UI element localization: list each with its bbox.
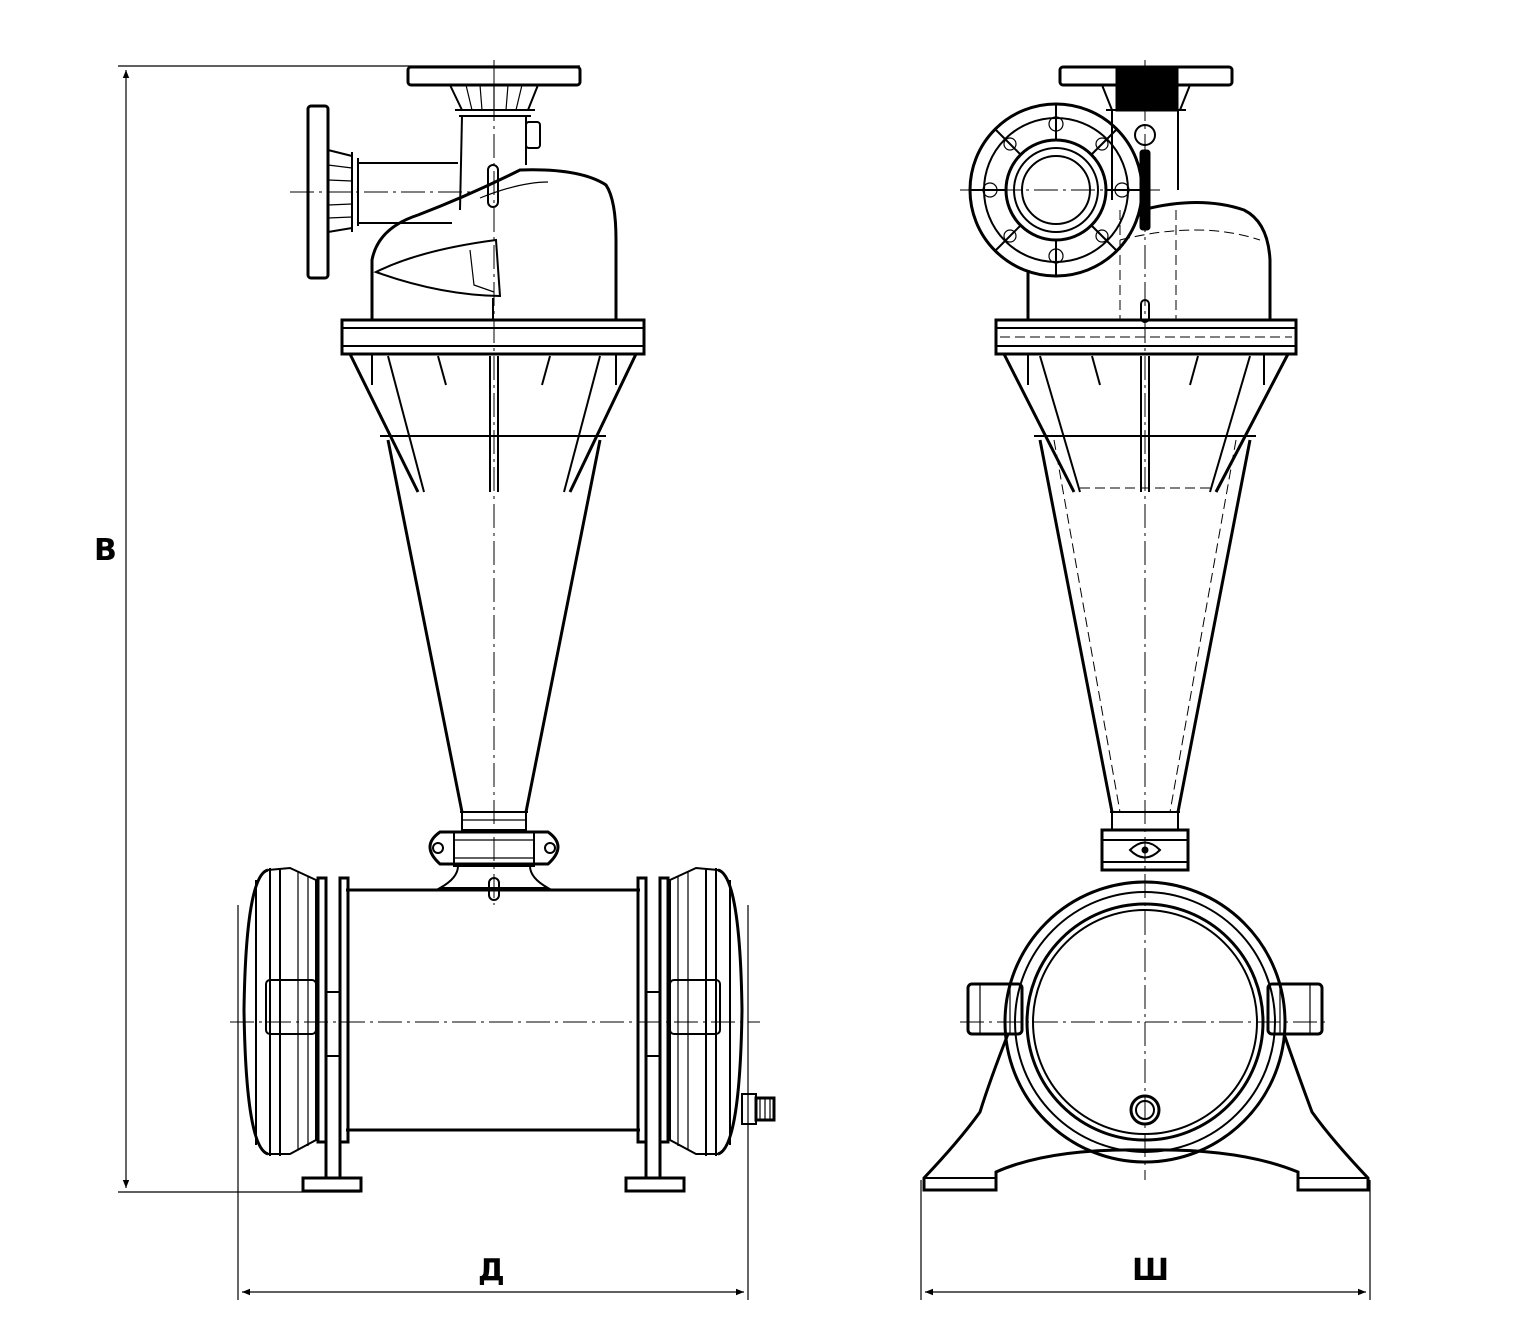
front-clamp bbox=[428, 830, 560, 901]
side-lower-cone bbox=[1038, 439, 1252, 831]
dimension-label-width: Ш bbox=[1132, 1253, 1169, 1288]
side-inlet-flange-end bbox=[960, 102, 1160, 278]
front-collector-tube bbox=[230, 866, 776, 1156]
front-cone-ribs bbox=[348, 353, 638, 493]
front-feet bbox=[301, 1142, 686, 1193]
dimension-width bbox=[920, 1180, 1371, 1300]
side-collector-ring bbox=[960, 880, 1330, 1164]
front-lower-cone bbox=[386, 439, 602, 831]
side-view bbox=[922, 60, 1370, 1192]
dimension-label-length: Д bbox=[478, 1253, 505, 1288]
front-upper-body bbox=[340, 164, 646, 356]
side-top-flange bbox=[1058, 65, 1234, 200]
side-saddle-stand bbox=[922, 1033, 1370, 1192]
side-clamp bbox=[1100, 828, 1190, 872]
front-top-flange bbox=[406, 65, 582, 117]
side-upper-body bbox=[994, 201, 1298, 356]
front-side-inlet bbox=[290, 104, 470, 280]
front-view bbox=[230, 60, 776, 1193]
dimension-label-height: В bbox=[94, 533, 117, 568]
dimension-length bbox=[237, 905, 749, 1300]
side-cone-ribs bbox=[1002, 353, 1290, 493]
